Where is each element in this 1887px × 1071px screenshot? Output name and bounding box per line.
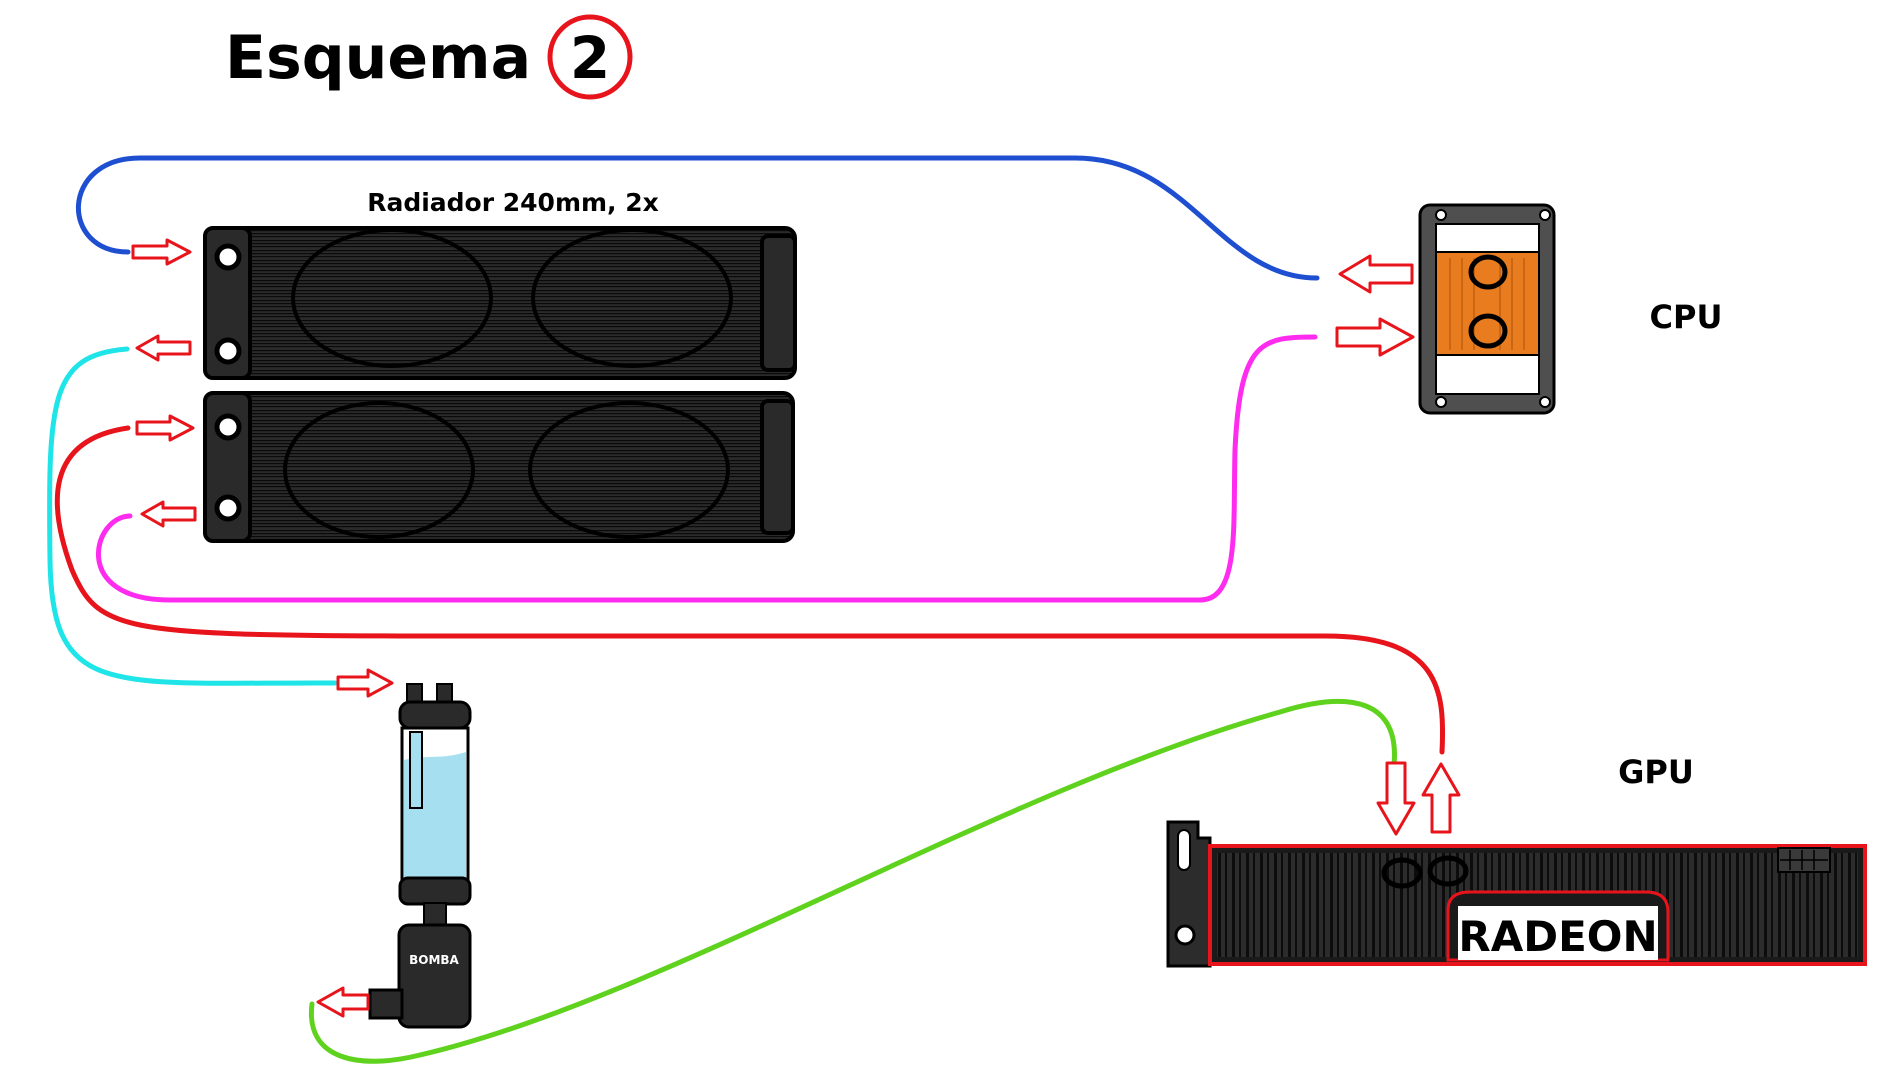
fan-icon	[531, 228, 733, 368]
gpu-label: GPU	[1618, 753, 1694, 791]
title-number: 2	[570, 24, 610, 92]
screw-icon	[1539, 396, 1551, 408]
fan-icon	[291, 228, 493, 368]
port-icon	[1427, 855, 1469, 887]
arrow-up-icon	[1421, 762, 1461, 834]
cpu-label: CPU	[1650, 298, 1723, 336]
diagram-title: Esquema 2	[225, 14, 633, 100]
screw-icon	[1435, 209, 1447, 221]
pump-reservoir: BOMBA	[368, 683, 472, 1029]
tube-blue	[76, 155, 1320, 281]
gpu-brand-label: RADEON	[1458, 912, 1657, 961]
gpu-card: RADEON	[1166, 820, 1867, 968]
title-text: Esquema	[225, 23, 531, 93]
fan-icon	[528, 401, 730, 539]
port-icon	[1468, 313, 1508, 349]
port-icon	[214, 413, 242, 441]
tube-green	[308, 699, 1397, 1064]
arrow-left-icon	[316, 986, 370, 1018]
bracket-slot-icon	[1177, 829, 1191, 871]
port-icon	[214, 337, 242, 365]
fan-icon	[283, 401, 475, 539]
port-icon	[214, 243, 242, 271]
port-icon	[1381, 857, 1423, 889]
radiator-bottom	[203, 391, 795, 543]
arrow-left-icon	[1338, 254, 1414, 294]
tube-cyan	[47, 346, 338, 686]
arrow-left-icon	[140, 500, 197, 528]
arrow-right-icon	[336, 668, 394, 698]
arrow-right-icon	[135, 414, 195, 442]
reservoir-tube-icon	[409, 731, 423, 809]
tube-magenta	[95, 334, 1318, 603]
radiator-top	[203, 226, 797, 380]
cpu-block	[1418, 203, 1556, 415]
arrow-right-icon	[131, 238, 192, 266]
arrow-down-icon	[1376, 761, 1416, 836]
pump-label: BOMBA	[409, 953, 459, 967]
radiator-label: Radiador 240mm, 2x	[367, 188, 659, 217]
tubes	[47, 155, 1446, 1064]
flow-arrows	[131, 238, 1461, 1018]
arrow-right-icon	[1335, 317, 1415, 357]
title-number-circle	[547, 14, 633, 100]
port-icon	[1468, 254, 1508, 290]
port-icon	[214, 494, 242, 522]
pump-outlet	[368, 988, 404, 1020]
screw-icon	[1539, 209, 1551, 221]
arrow-left-icon	[135, 334, 192, 362]
screw-icon	[1435, 396, 1447, 408]
tube-red	[54, 425, 1446, 755]
screw-icon	[1174, 924, 1196, 946]
